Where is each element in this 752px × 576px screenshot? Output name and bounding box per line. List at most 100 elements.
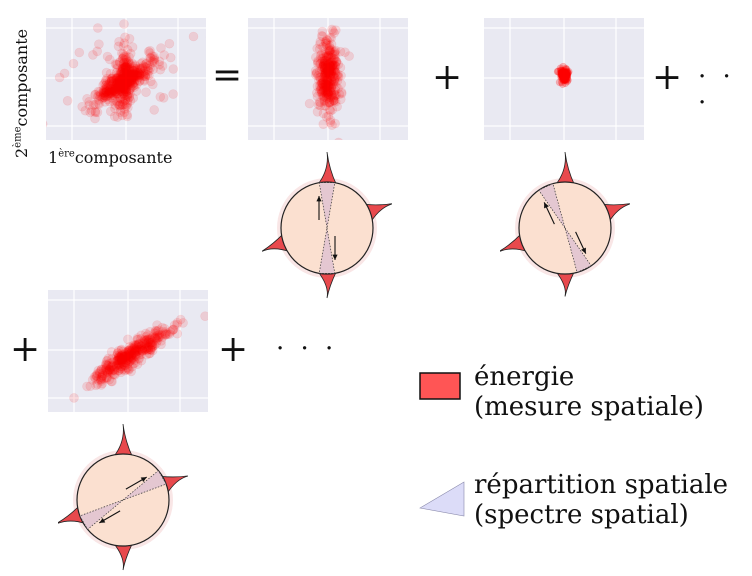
scatter-point: [314, 44, 325, 55]
scatter-point: [563, 73, 571, 82]
scatter-point: [101, 356, 112, 366]
scatter-point: [560, 69, 568, 78]
scatter-point: [327, 61, 338, 71]
scatter-point: [106, 88, 117, 98]
scatter-point: [335, 46, 346, 57]
scatter-point: [122, 109, 132, 120]
scatter-point: [121, 86, 132, 96]
scatter-point: [316, 75, 326, 86]
scatter-point: [90, 373, 101, 384]
scatter-point: [118, 99, 128, 110]
scatter-point: [325, 69, 335, 80]
scatter-point: [324, 97, 335, 107]
scatter-point: [150, 333, 160, 344]
scatter-point: [116, 78, 126, 89]
scatter-point: [120, 76, 130, 87]
scatter-point: [130, 343, 140, 354]
scatter-point: [114, 358, 124, 369]
scatter-point: [563, 71, 571, 80]
scatter-point: [557, 69, 566, 77]
scatter-point: [150, 332, 161, 342]
x-label-sup: ère: [58, 148, 75, 160]
scatter-point: [120, 359, 130, 370]
scatter-point: [99, 92, 109, 103]
scatter-point: [105, 80, 116, 90]
scatter-point: [115, 351, 126, 362]
scatter-point: [324, 97, 335, 108]
scatter-point: [168, 64, 179, 74]
scatter-point: [102, 84, 112, 94]
scatter-point: [94, 99, 105, 109]
scatter-point: [129, 341, 140, 352]
scatter-point: [116, 76, 127, 87]
scatter-point: [320, 86, 331, 97]
scatter-point: [126, 354, 136, 365]
scatter-point: [134, 339, 144, 350]
scatter-point: [147, 345, 158, 356]
scatter-point: [105, 106, 116, 117]
scatter-point: [107, 80, 117, 91]
scatter-point: [130, 61, 140, 72]
scatter-point: [121, 51, 131, 61]
scatter-point: [558, 70, 566, 79]
scatter-point: [125, 73, 135, 84]
scatter-point: [107, 360, 117, 371]
scatter-point: [119, 349, 130, 360]
scatter-point: [121, 71, 132, 82]
scatter-point: [144, 335, 154, 346]
scatter-point: [324, 64, 335, 75]
scatter-point: [310, 66, 321, 76]
scatter-point: [328, 26, 338, 36]
scatter-point: [326, 57, 336, 68]
scatter-point: [117, 85, 128, 95]
scatter-point: [560, 68, 568, 77]
scatter-point: [325, 70, 336, 81]
scatter-point: [121, 63, 132, 74]
scatter-point: [112, 79, 122, 89]
scatter-point: [323, 84, 333, 94]
scatter-point: [320, 38, 331, 49]
scatter-point: [114, 362, 124, 372]
scatter-point: [129, 355, 139, 366]
scatter-point: [327, 89, 338, 100]
scatter-point: [327, 24, 337, 35]
scatter-point: [126, 349, 137, 360]
scatter-point: [110, 87, 121, 97]
scatter-point: [111, 362, 122, 373]
scatter-point: [319, 85, 329, 95]
scatter-point: [112, 63, 122, 74]
scatter-point: [93, 98, 104, 109]
scatter-point: [132, 359, 143, 369]
scatter-point: [107, 76, 117, 87]
scatter-point: [95, 366, 106, 377]
scatter-point: [106, 87, 116, 98]
scatter-point: [324, 97, 335, 108]
scatter-point: [111, 74, 122, 85]
y-label-word: composante: [12, 28, 31, 127]
scatter-point: [326, 57, 336, 68]
scatter-point: [119, 104, 130, 114]
scatter-point: [164, 329, 175, 339]
scatter-point: [321, 55, 332, 66]
scatter-point: [559, 73, 568, 82]
scatter-point: [125, 58, 135, 69]
scatter-point: [329, 47, 340, 58]
scatter-point: [96, 372, 107, 383]
scatter-point: [562, 71, 570, 80]
scatter-point: [62, 96, 73, 106]
scatter-point: [312, 67, 322, 78]
scatter-point: [130, 345, 141, 356]
scatter-point: [100, 90, 111, 101]
scatter-point: [82, 381, 92, 392]
scatter-point: [102, 94, 113, 105]
scatter-point: [121, 350, 131, 361]
scatter-point: [122, 75, 133, 86]
scatter-point: [317, 48, 327, 59]
x-label-number: 1: [48, 148, 59, 167]
scatter-point: [560, 68, 568, 76]
scatter-point: [329, 95, 339, 106]
scatter-point: [132, 346, 142, 357]
scatter-point: [125, 82, 136, 93]
scatter-point: [126, 355, 137, 365]
scatter-point: [96, 376, 107, 386]
